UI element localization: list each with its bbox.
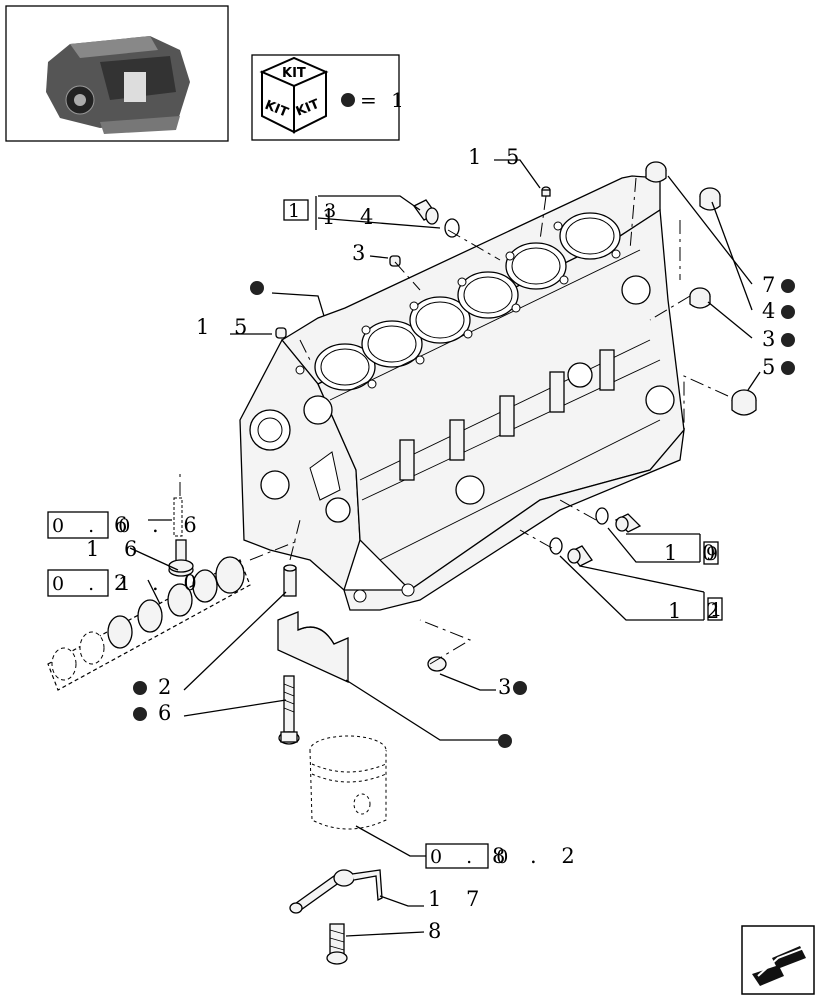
callout-3-right: 3 xyxy=(762,327,784,351)
side-ribs xyxy=(353,275,675,603)
cup-3-right xyxy=(689,287,711,309)
callout-15-top: 1 5 xyxy=(468,145,528,169)
callout-15-left: 1 5 xyxy=(196,315,256,339)
callout-13: 1 3 xyxy=(288,200,345,222)
piston xyxy=(309,735,387,830)
assembly-lines xyxy=(179,177,729,665)
callout-labels: 1 5 1 3 1 4 3 1 5 7 4 3 5 0 . 0 6 . 6 1 … xyxy=(52,145,784,943)
reference-boxes xyxy=(47,199,723,869)
ref-box-012: 0 . 1 xyxy=(52,573,139,595)
kit-legend: KIT KIT KIT = 1 xyxy=(251,54,408,141)
pin-0066 xyxy=(173,497,183,537)
cup-7 xyxy=(645,161,667,183)
plug-3-top xyxy=(389,255,401,267)
callout-0082-tail: 8 . 2 xyxy=(492,844,584,868)
leader-lines xyxy=(129,159,761,937)
callout-12: 1 2 xyxy=(668,599,728,623)
bolt-6 xyxy=(278,675,300,745)
ref-box-11: 1 xyxy=(710,599,731,621)
plug-13 xyxy=(413,199,439,225)
callout-14: 1 4 xyxy=(322,205,382,229)
callout-2: 2 xyxy=(158,675,180,699)
deck-holes xyxy=(295,221,621,389)
callout-16: 1 6 xyxy=(86,537,146,561)
bolt-8 xyxy=(326,923,348,965)
plug-15-top xyxy=(541,186,551,197)
oil-nozzle-17 xyxy=(289,869,383,914)
callout-3-top: 3 xyxy=(352,241,374,265)
ref-box-0066: 0 . 0 xyxy=(52,515,139,537)
callout-6: 6 xyxy=(158,701,180,725)
dowel-2 xyxy=(283,564,297,597)
cup-3-bottom xyxy=(427,656,447,672)
kit-dots xyxy=(133,279,795,748)
ref-box-9: 9 xyxy=(706,543,727,565)
callout-0066-tail: 6 . 6 xyxy=(114,513,206,537)
plug-10 xyxy=(614,513,642,533)
cup-4 xyxy=(699,187,721,211)
callout-10: 1 0 xyxy=(664,541,724,565)
callout-4: 4 xyxy=(762,299,784,323)
kit-equals-one: = 1 xyxy=(360,88,408,112)
bearing-cap xyxy=(277,611,349,684)
cylinder-bores xyxy=(314,212,621,391)
washer-11 xyxy=(549,537,563,555)
washer-9 xyxy=(595,507,609,525)
cup-5 xyxy=(731,389,757,416)
callout-012-tail: 2 . 0 xyxy=(114,571,206,595)
ref-box-0082: 0 . 0 xyxy=(430,846,517,868)
callout-5: 5 xyxy=(762,355,784,379)
callout-3-bottom: 3 xyxy=(498,675,520,699)
next-page-arrow-icon[interactable] xyxy=(741,925,815,995)
plug-12 xyxy=(567,545,593,567)
kit-cube-icon: KIT KIT KIT xyxy=(259,56,329,134)
washer-14 xyxy=(444,218,460,238)
engine-thumbnail xyxy=(5,5,229,142)
camshaft xyxy=(47,556,251,691)
callout-7: 7 xyxy=(762,273,784,297)
plug-15-left xyxy=(275,327,287,339)
callout-17: 1 7 xyxy=(428,887,488,911)
kit-dot-marker xyxy=(341,93,355,107)
engine-block xyxy=(239,175,685,611)
kit-top-label: KIT xyxy=(282,66,306,81)
callout-8: 8 xyxy=(428,919,450,943)
